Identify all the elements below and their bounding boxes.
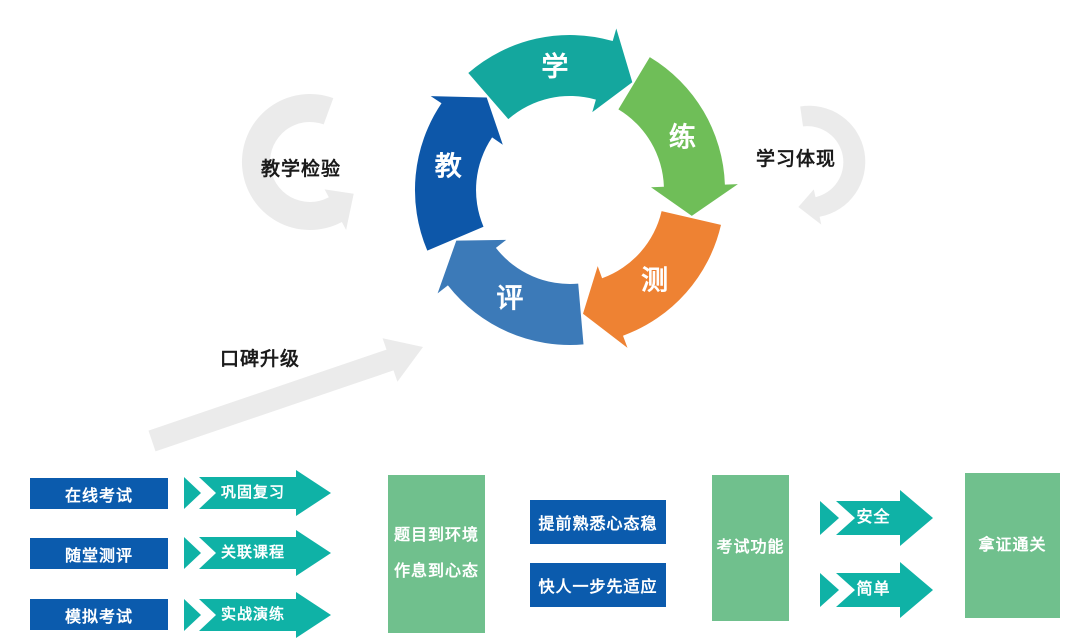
learning-embodiment-curl-arrow-icon	[798, 105, 866, 225]
quality-arrow-safe: 安全	[820, 490, 933, 546]
benefit-arrow-practice-drill: 实战演练	[184, 592, 332, 638]
benefit-arrow-review: 巩固复习	[184, 470, 332, 516]
arrow-chevron-icon	[820, 501, 839, 535]
cycle-segment-label-3: 评	[496, 284, 523, 314]
cycle-segment-label-1: 练	[669, 122, 696, 153]
annotation-teaching-check: 教学检验	[261, 159, 342, 180]
teaching-check-curl-arrow-icon	[241, 93, 354, 230]
cycle-segment-label-4: 教	[435, 151, 462, 181]
arrow-chevron-icon	[184, 599, 201, 631]
adaptation-line-2: 作息到心态	[393, 563, 479, 580]
mindset-box-familiar-early: 提前熟悉心态稳	[530, 500, 666, 544]
right-arrow-icon	[184, 592, 331, 638]
right-arrow-icon	[820, 490, 933, 546]
right-arrow-icon	[184, 530, 331, 576]
arrow-body-icon	[836, 490, 933, 546]
adaptation-box: 题目到环境 作息到心态	[388, 475, 485, 633]
exam-type-box-class-assessment: 随堂测评	[30, 538, 168, 569]
benefit-label: 巩固复习	[220, 484, 285, 501]
benefit-arrow-course-link: 关联课程	[184, 530, 332, 576]
benefit-label: 关联课程	[220, 544, 285, 561]
cycle-segment-2	[583, 211, 721, 348]
quality-arrow-simple: 简单	[820, 562, 933, 618]
annotation-reputation-upgrade: 口碑升级	[220, 349, 301, 370]
cycle-segment-1	[618, 57, 738, 216]
cycle-segment-3	[437, 239, 584, 345]
annotation-learning-embodiment: 学习体现	[756, 149, 837, 170]
mindset-box-adapt-first: 快人一步先适应	[530, 563, 666, 607]
benefit-label: 实战演练	[220, 606, 285, 623]
adaptation-line-1: 题目到环境	[393, 527, 479, 544]
exam-type-box-online-exam: 在线考试	[30, 478, 168, 509]
cycle-segment-4	[414, 96, 503, 251]
exam-function-box: 考试功能	[712, 475, 789, 621]
exam-type-box-mock-exam: 模拟考试	[30, 599, 168, 630]
result-box: 拿证通关	[965, 473, 1060, 618]
cycle-segment-label-2: 测	[641, 266, 668, 296]
cycle-segment-label-0: 学	[541, 51, 568, 82]
reputation-upgrade-arrow-icon	[148, 338, 423, 452]
arrow-chevron-icon	[820, 573, 839, 607]
cycle-segment-0	[468, 28, 633, 120]
quality-label: 安全	[856, 509, 891, 526]
quality-label: 简单	[856, 581, 891, 598]
arrow-body-icon	[836, 562, 933, 618]
arrow-body-icon	[199, 470, 331, 516]
arrow-body-icon	[199, 530, 331, 576]
arrow-chevron-icon	[184, 537, 201, 569]
arrow-body-icon	[199, 592, 331, 638]
arrow-chevron-icon	[184, 477, 201, 509]
right-arrow-icon	[820, 562, 933, 618]
exam-function-label: 考试功能	[716, 539, 785, 556]
result-label: 拿证通关	[978, 536, 1047, 554]
right-arrow-icon	[184, 470, 331, 516]
